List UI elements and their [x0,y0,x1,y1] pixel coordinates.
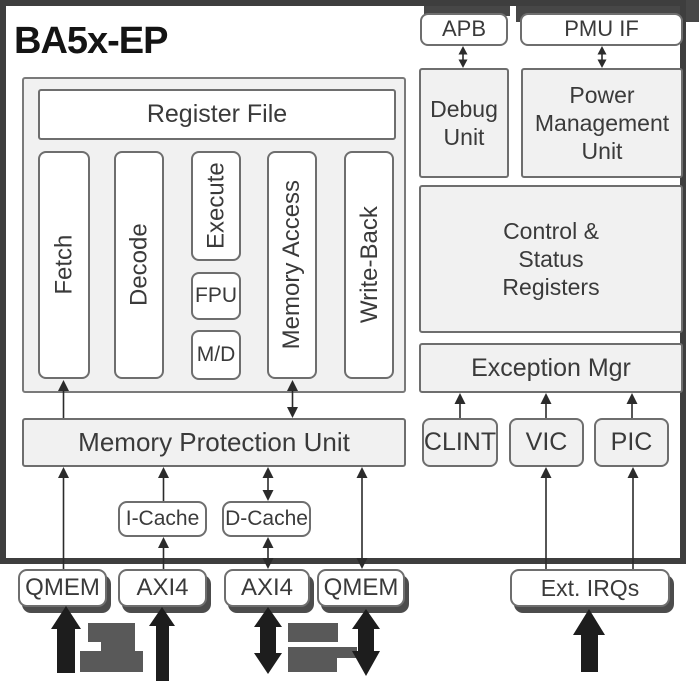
pic-block: PIC [594,418,669,467]
exception-mgr-block: Exception Mgr [419,343,683,393]
thick-arrow-axi4-right-bidir [254,607,282,674]
thick-arrow-qmem-right-bidir [352,609,380,676]
thick-arrow-into-ext-irqs [573,609,605,672]
axi4-left-block: AXI4 [118,569,207,607]
qmem-right-block: QMEM [317,569,405,607]
clint-block: CLINT [422,418,498,467]
ext-irqs-block: Ext. IRQs [510,569,670,607]
icache-block: I-Cache [118,501,207,537]
dcache-block: D-Cache [222,501,311,537]
write-back-stage-block: Write-Back [344,151,394,379]
redacted-label [88,623,135,642]
decode-stage-block: Decode [114,151,164,379]
mpu-block: Memory Protection Unit [22,418,406,467]
pmu-if-interface-block: PMU IF [520,13,683,46]
chip-title: BA5x-EP [14,20,168,62]
thick-arrow-into-axi4-left [149,607,175,681]
fetch-stage-block: Fetch [38,151,90,379]
apb-interface-block: APB [420,13,508,46]
memory-access-stage-block: Memory Access [267,151,317,379]
redacted-label [80,651,143,672]
register-file-block: Register File [38,89,396,140]
redacted-label [288,623,338,642]
vic-block: VIC [509,418,584,467]
thick-arrow-into-qmem-left [51,606,81,673]
csr-block: Control & Status Registers [419,185,683,333]
redacted-label [288,657,337,672]
chip-outline [0,0,686,564]
redacted-label [288,647,357,658]
redacted-label [101,641,135,652]
execute-stage-block: Execute [191,151,241,261]
axi4-right-block: AXI4 [224,569,310,607]
debug-unit-block: Debug Unit [419,68,509,178]
muldiv-block: M/D [191,330,241,380]
qmem-left-block: QMEM [18,569,107,607]
fpu-block: FPU [191,272,241,320]
power-management-unit-block: Power Management Unit [521,68,683,178]
